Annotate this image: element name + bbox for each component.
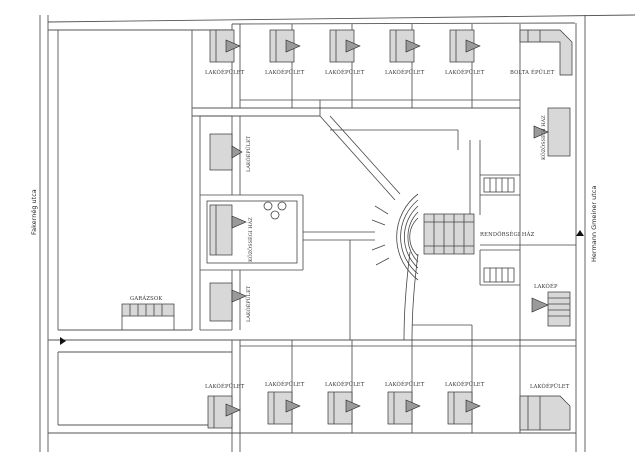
label-top-4: LAKÓÉPÜLET bbox=[385, 68, 425, 76]
police-label: RENDŐRSÉGI HÁZ bbox=[480, 230, 535, 238]
building-top-3 bbox=[329, 29, 361, 63]
amphitheatre bbox=[371, 193, 419, 281]
label-bottom-1: LAKÓÉPÜLET bbox=[205, 382, 245, 390]
building-top-1 bbox=[209, 29, 241, 63]
building-bottom-3 bbox=[327, 391, 361, 425]
label-right-residential: LAKÓÉP bbox=[534, 282, 558, 290]
stair-blocks bbox=[483, 177, 515, 283]
label-community-right: KÖZÖSSÉGI HÁZ bbox=[539, 115, 547, 160]
label-bottom-5: LAKÓÉPÜLET bbox=[445, 380, 485, 388]
label-top-3: LAKÓÉPÜLET bbox=[325, 68, 365, 76]
top-labels: LAKÓÉPÜLET LAKÓÉPÜLET LAKÓÉPÜLET LAKÓÉPÜ… bbox=[205, 68, 555, 76]
label-bottom-2: LAKÓÉPÜLET bbox=[265, 380, 305, 388]
label-bottom-6: LAKÓÉPÜLET bbox=[530, 382, 570, 390]
central-left-buildings: LAKÓÉPÜLET KÖZÖSSÉGI HÁZ LAKÓÉPÜLET bbox=[209, 133, 287, 322]
building-bottom-5 bbox=[447, 391, 481, 425]
west-entrance-arrow-icon bbox=[60, 337, 66, 345]
building-bottom-1 bbox=[207, 395, 241, 429]
label-central-1: LAKÓÉPÜLET bbox=[244, 135, 252, 172]
label-central-3: LAKÓÉPÜLET bbox=[244, 285, 252, 322]
label-garages: GARÁZSOK bbox=[130, 295, 162, 302]
label-community-central: KÖZÖSSÉGI HÁZ bbox=[246, 217, 254, 262]
entrance-markers bbox=[60, 230, 584, 345]
bottom-labels: LAKÓÉPÜLET LAKÓÉPÜLET LAKÓÉPÜLET LAKÓÉPÜ… bbox=[205, 380, 570, 390]
building-top-2 bbox=[269, 29, 301, 63]
building-top-5 bbox=[449, 29, 481, 63]
police-building: RENDŐRSÉGI HÁZ bbox=[423, 213, 535, 255]
right-buildings: KÖZÖSSÉGI HÁZ LAKÓÉP bbox=[531, 107, 571, 327]
building-top-4 bbox=[389, 29, 421, 63]
garages: GARÁZSOK bbox=[121, 295, 175, 330]
building-bottom-2 bbox=[267, 391, 301, 425]
building-bottom-6 bbox=[519, 395, 571, 431]
building-bottom-4 bbox=[387, 391, 421, 425]
east-street-name: Hermann Gmeiner utca bbox=[590, 186, 598, 262]
label-bottom-3: LAKÓÉPÜLET bbox=[325, 380, 365, 388]
label-bottom-4: LAKÓÉPÜLET bbox=[385, 380, 425, 388]
label-top-1: LAKÓÉPÜLET bbox=[205, 68, 245, 76]
street-network bbox=[39, 14, 636, 452]
label-top-5: LAKÓÉPÜLET bbox=[445, 68, 485, 76]
label-shop: BOLTA ÉPÜLET bbox=[510, 68, 555, 76]
west-street-name: Fakernég utca bbox=[30, 189, 38, 235]
top-residential-buildings bbox=[209, 29, 573, 76]
east-entrance-arrow-icon bbox=[576, 230, 584, 236]
label-top-2: LAKÓÉPÜLET bbox=[265, 68, 305, 76]
building-shop bbox=[519, 29, 573, 76]
bottom-residential-buildings bbox=[207, 391, 571, 431]
